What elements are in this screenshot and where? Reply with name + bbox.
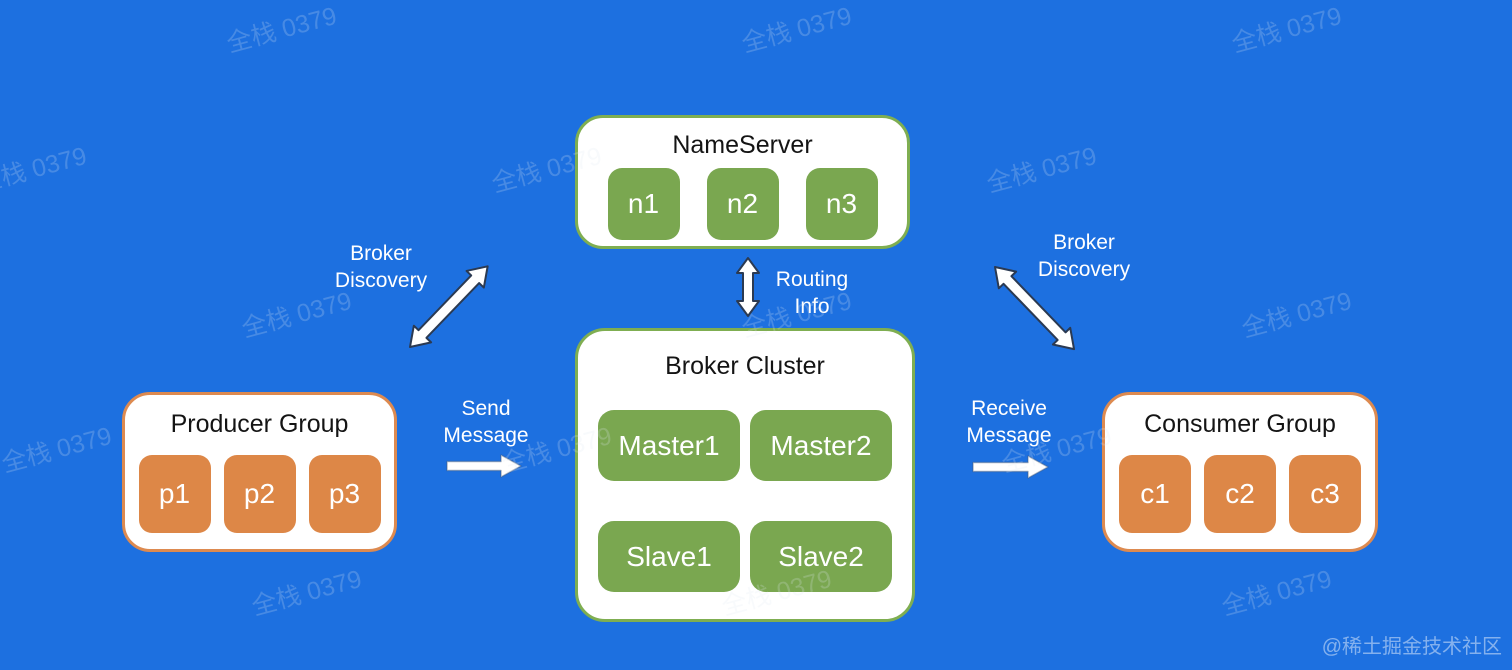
broker-discovery-right-arrow — [994, 266, 1076, 351]
send-message-label: Send Message — [411, 395, 561, 449]
broker-discovery-left-label: Broker Discovery — [296, 240, 466, 294]
broker-discovery-right-label: Broker Discovery — [999, 229, 1169, 283]
send-message-arrow — [446, 454, 522, 478]
routing-info-label: Routing Info — [757, 266, 867, 320]
broker-node-master1: Master1 — [598, 410, 740, 481]
label-line: Discovery — [334, 269, 428, 292]
label-line: Broker — [350, 242, 412, 265]
nameserver-node-n3: n3 — [805, 168, 878, 240]
routing-info-arrow — [736, 257, 760, 317]
receive-message-arrow — [972, 455, 1049, 479]
nameserver-node-n1: n1 — [607, 168, 680, 240]
broker-cluster-box: Broker Cluster Master1 Master2 Slave1 Sl… — [575, 328, 915, 622]
consumer-group-box: Consumer Group c1 c2 c3 — [1102, 392, 1378, 552]
broker-discovery-left-arrow — [409, 265, 489, 348]
producer-node-p3: p3 — [308, 455, 381, 533]
label-line: Message — [443, 424, 529, 447]
consumer-node-row: c1 c2 c3 — [1105, 455, 1375, 533]
consumer-group-title: Consumer Group — [1144, 410, 1336, 438]
producer-node-p1: p1 — [138, 455, 211, 533]
broker-node-grid: Master1 Master2 Slave1 Slave2 — [598, 410, 892, 592]
label-line: Message — [966, 424, 1052, 447]
producer-group-title: Producer Group — [170, 410, 349, 438]
consumer-node-c1: c1 — [1119, 455, 1191, 533]
label-line: Send — [461, 397, 511, 420]
nameserver-node-n2: n2 — [706, 168, 779, 240]
nameserver-node-row: n1 n2 n3 — [578, 168, 907, 240]
receive-message-label: Receive Message — [934, 395, 1084, 449]
label-line: Broker — [1053, 231, 1115, 254]
producer-node-p2: p2 — [223, 455, 296, 533]
producer-group-box: Producer Group p1 p2 p3 — [122, 392, 397, 552]
nameserver-title: NameServer — [672, 131, 813, 159]
consumer-node-c2: c2 — [1204, 455, 1276, 533]
broker-node-slave2: Slave2 — [750, 521, 892, 592]
label-line: Receive — [971, 397, 1047, 420]
label-line: Info — [794, 295, 830, 318]
juejin-community-credit: @稀土掘金技术社区 — [1321, 636, 1502, 658]
producer-node-row: p1 p2 p3 — [125, 455, 394, 533]
broker-node-master2: Master2 — [750, 410, 892, 481]
broker-cluster-title: Broker Cluster — [665, 352, 825, 380]
nameserver-box: NameServer n1 n2 n3 — [575, 115, 910, 249]
label-line: Discovery — [1037, 258, 1131, 281]
label-line: Routing — [775, 268, 849, 291]
consumer-node-c3: c3 — [1289, 455, 1361, 533]
broker-node-slave1: Slave1 — [598, 521, 740, 592]
